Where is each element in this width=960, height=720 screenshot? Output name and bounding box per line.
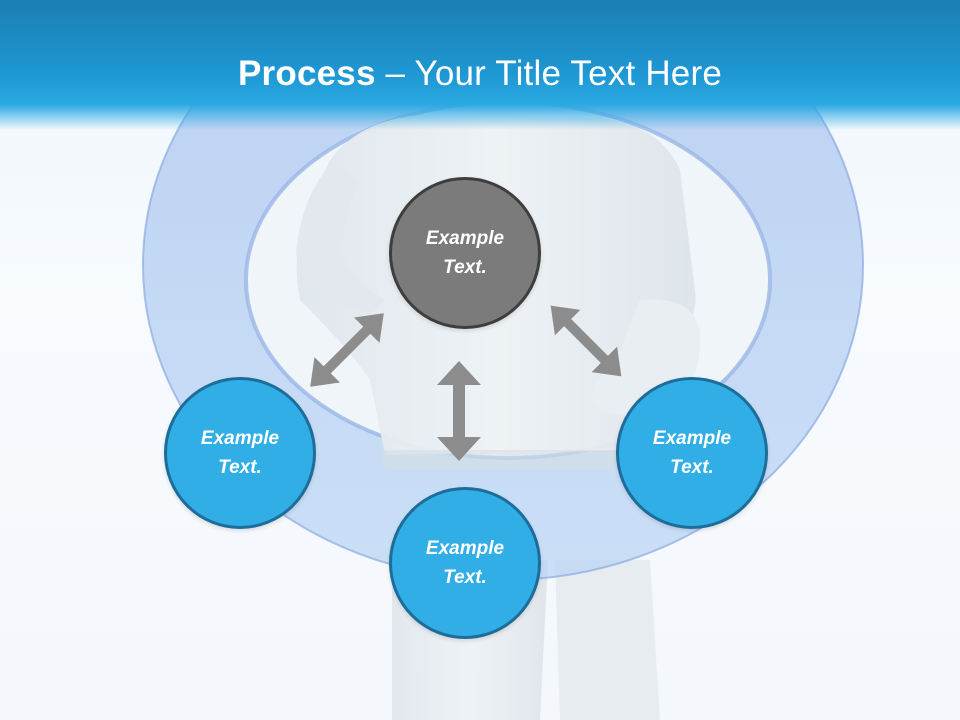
process-node-left-label: Example Text. bbox=[200, 428, 280, 478]
process-node-center-label: Example Text. bbox=[425, 228, 505, 278]
double-arrow-upper-left bbox=[310, 313, 384, 387]
process-node-right-label: Example Text. bbox=[652, 428, 732, 478]
process-node-bottom[interactable]: Example Text. bbox=[389, 487, 541, 639]
double-arrow-vertical bbox=[437, 361, 481, 461]
title-bold-part: Process bbox=[238, 54, 376, 93]
title-rest-part: – Your Title Text Here bbox=[375, 54, 722, 93]
double-arrow-upper-right bbox=[550, 305, 622, 377]
process-node-left[interactable]: Example Text. bbox=[164, 377, 316, 529]
process-node-center[interactable]: Example Text. bbox=[389, 177, 541, 329]
process-node-right[interactable]: Example Text. bbox=[616, 377, 768, 529]
header-band bbox=[0, 0, 960, 130]
slide-title: Process – Your Title Text Here bbox=[0, 52, 960, 96]
process-node-bottom-label: Example Text. bbox=[425, 538, 505, 588]
